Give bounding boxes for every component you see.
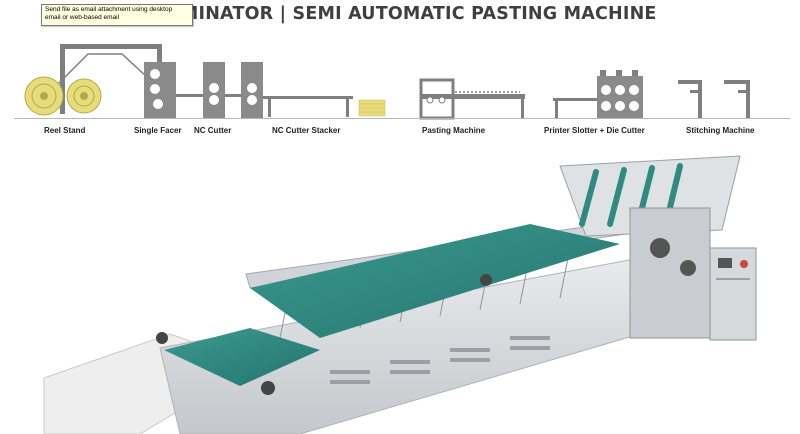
stage-label-single-facer: Single Facer	[134, 126, 182, 135]
stage-label-reel-stand: Reel Stand	[44, 126, 86, 135]
printer-slotter-illustration	[553, 70, 643, 118]
reel-stand-illustration	[24, 44, 162, 116]
process-baseline	[14, 118, 790, 119]
nc-cutter-illustration	[203, 62, 263, 118]
stage-label-pasting-machine: Pasting Machine	[422, 126, 486, 135]
single-facer-illustration	[144, 62, 206, 118]
production-line-diagram	[24, 44, 750, 120]
stitching-machine-illustration	[678, 80, 750, 118]
stage-label-nc-cutter: NC Cutter	[194, 126, 232, 135]
stage-label-printer-slotter: Printer Slotter + Die Cutter	[544, 126, 645, 135]
stacker-illustration	[263, 96, 386, 117]
email-attachment-tooltip: Send file as email attachment using desk…	[41, 4, 193, 26]
laminator-machine-photo	[43, 155, 757, 434]
stage-label-stitching-machine: Stitching Machine	[686, 126, 755, 135]
pasting-machine-illustration	[419, 78, 525, 120]
page-title: UTO FLUTE LAMINATOR | SEMI AUTOMATIC PAS…	[40, 4, 657, 24]
stage-label-nc-cutter-stacker: NC Cutter Stacker	[272, 126, 341, 135]
